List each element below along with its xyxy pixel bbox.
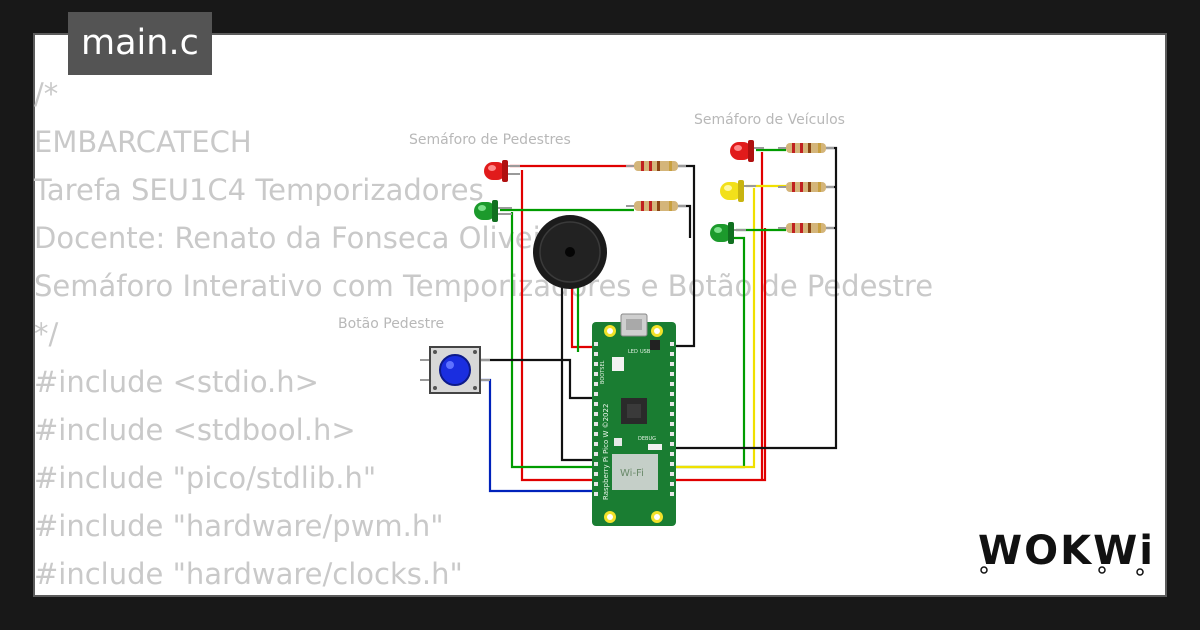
code-line: #include <stdio.h>	[34, 365, 319, 399]
led-veh-green	[710, 222, 746, 244]
code-line: EMBARCATECH	[34, 125, 252, 159]
bootsel-label: BOOTSEL	[600, 360, 606, 384]
wifi-label: Wi-Fi	[620, 468, 644, 479]
board-vertical-text: Raspberry Pi Pico W ©2022	[602, 404, 610, 500]
resistor-veh-3	[778, 223, 834, 233]
code-line: Semáforo Interativo com Temporizadores e…	[34, 269, 934, 303]
label-vehicle-lights: Semáforo de Veículos	[694, 112, 845, 128]
code-line: Tarefa SEU1C4 Temporizadores	[34, 173, 484, 207]
wire-buzzer-gnd	[560, 285, 598, 462]
leds	[474, 140, 764, 244]
code-line: #include "pico/stdlib.h"	[34, 461, 377, 495]
svg-text:WOKWi: WOKWi	[978, 528, 1150, 574]
wire-veh-yellow-down	[668, 188, 756, 469]
push-button	[420, 346, 490, 394]
label-pedestrian-lights: Semáforo de Pedestres	[409, 132, 571, 148]
code-line: #include "hardware/pwm.h"	[34, 509, 444, 543]
label-pedestrian-button: Botão Pedestre	[338, 316, 444, 332]
wifi-module	[612, 454, 658, 490]
led-ped-red	[484, 160, 520, 182]
usb-label: USB	[640, 349, 651, 355]
debug-label: DEBUG	[638, 436, 656, 442]
bootsel-switch	[612, 357, 624, 371]
led-ped-green	[474, 200, 512, 222]
led-label: LED	[628, 349, 638, 355]
pico-w-board: Wi-Fi LED USB DEBUG BOOTSEL Raspberry Pi…	[592, 313, 676, 526]
resistor-veh-1	[778, 143, 834, 153]
code-line: /*	[34, 77, 59, 111]
led-veh-red	[730, 140, 764, 162]
wire-button-gp	[478, 358, 598, 400]
buzzer	[533, 215, 607, 289]
resistors	[626, 143, 834, 233]
file-tab[interactable]: main.c	[68, 12, 212, 75]
led-veh-yellow	[720, 180, 756, 202]
resistor-veh-2	[778, 182, 834, 192]
code-line: #include "hardware/clocks.h"	[34, 557, 463, 591]
wokwi-logo-graphic: WOKWi	[978, 528, 1153, 576]
resistor-ped-1	[626, 161, 686, 171]
code-line: #include <stdbool.h>	[34, 413, 356, 447]
wire-ped-resistor-1-gnd	[668, 164, 696, 348]
code-editor: /* EMBARCATECH Tarefa SEU1C4 Temporizadore…	[34, 70, 933, 598]
wokwi-logo: WOKWi	[978, 526, 1153, 576]
resistor-ped-2	[626, 201, 686, 211]
code-line: */	[34, 317, 59, 351]
wire-ped-resistor-2-gnd	[678, 204, 692, 238]
